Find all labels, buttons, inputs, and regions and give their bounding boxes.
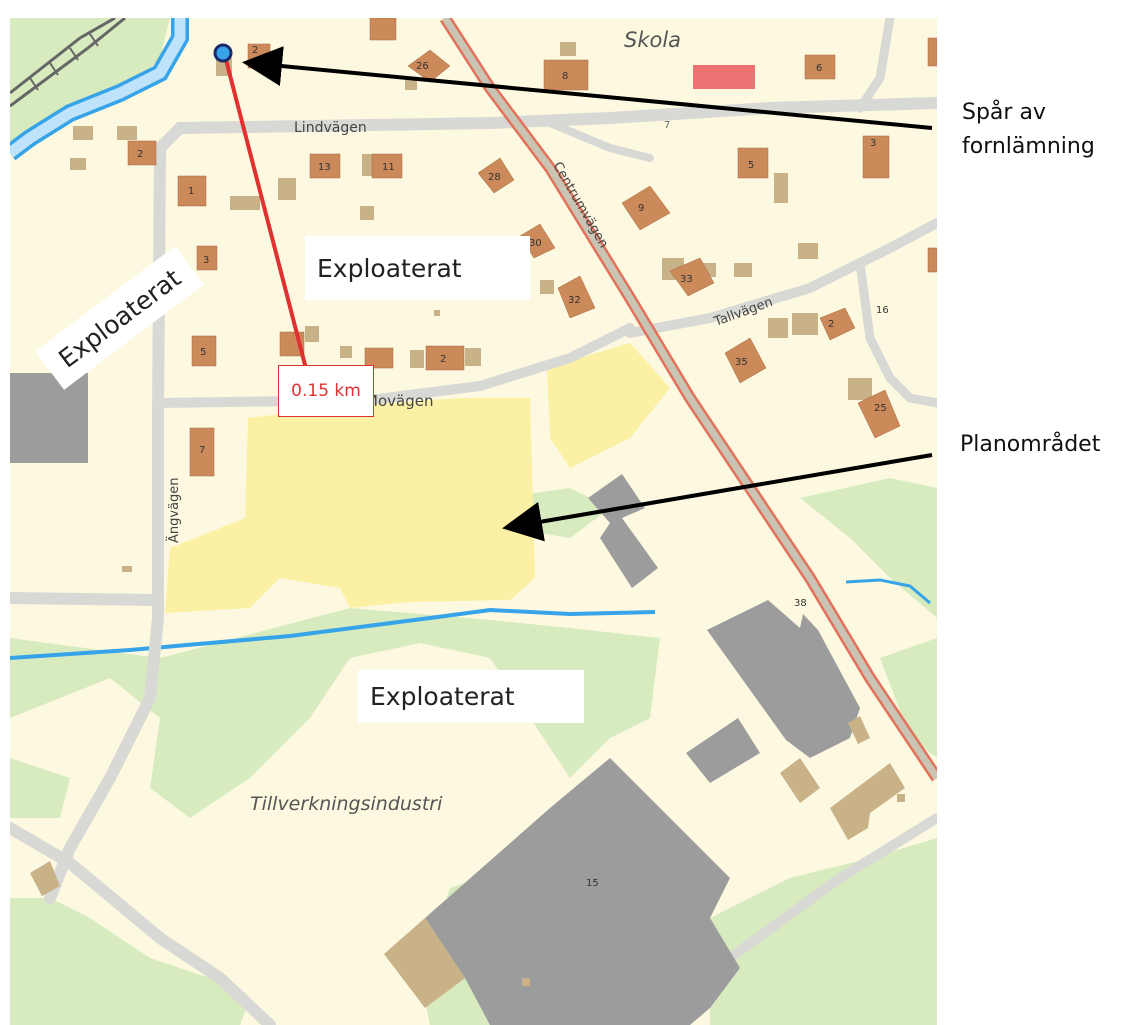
num-9: 9 <box>638 203 644 214</box>
num-15: 15 <box>586 878 599 889</box>
num-16: 16 <box>876 305 889 316</box>
measurement-label: 0.15 km <box>278 365 374 417</box>
house-extra-b <box>364 347 394 369</box>
num-32: 32 <box>568 295 581 306</box>
map-canvas[interactable]: Lindvägen Movägen Ängvägen Centrumvägen … <box>10 18 937 1025</box>
exploaterat-bottom-label: Exploaterat <box>358 670 584 723</box>
house-33 <box>669 257 715 297</box>
num-35: 35 <box>735 357 748 368</box>
num-33: 33 <box>680 274 693 285</box>
num-8: 8 <box>562 71 568 82</box>
measure-line <box>223 55 320 416</box>
label-angvagen: Ängvägen <box>166 477 182 543</box>
brown-buildings <box>127 18 937 477</box>
house-9 <box>621 185 671 231</box>
num-11: 11 <box>382 162 395 173</box>
house-top-a <box>369 18 397 41</box>
exploaterat-center-label: Exploaterat <box>305 236 530 300</box>
num-7: 7 <box>199 445 205 456</box>
house-32 <box>557 275 596 319</box>
fornlamning-marker[interactable] <box>213 43 233 63</box>
num-2c: 2 <box>828 319 834 330</box>
house-25 <box>857 389 901 439</box>
num-26: 26 <box>416 61 429 72</box>
plan-area <box>165 343 670 613</box>
annotation-planomradet: Planområdet <box>960 432 1101 457</box>
num-2-top: 2 <box>252 45 258 56</box>
house-2b <box>425 345 465 371</box>
label-tillverkningsindustri: Tillverkningsindustri <box>250 793 443 815</box>
house-7 <box>189 427 215 477</box>
house-2a <box>127 140 157 166</box>
house-top-c <box>927 37 937 67</box>
house-11 <box>371 153 403 179</box>
house-3b <box>862 135 890 179</box>
num-2a: 2 <box>137 149 143 160</box>
num-13: 13 <box>318 162 331 173</box>
annotation-fornlamning-line2: fornlämning <box>962 134 1095 159</box>
num-38: 38 <box>794 598 807 609</box>
school-building <box>693 65 755 89</box>
house-28 <box>477 157 515 194</box>
house-1 <box>177 175 207 207</box>
label-lindvagen: Lindvägen <box>294 120 367 136</box>
house-edge <box>927 247 937 273</box>
house-5a <box>191 335 217 367</box>
num-3a: 3 <box>203 255 209 266</box>
label-movagen: Movägen <box>365 392 433 410</box>
label-skola: Skola <box>624 28 681 52</box>
num-30: 30 <box>529 238 542 249</box>
map-svg: Lindvägen Movägen Ängvägen Centrumvägen … <box>10 18 937 1025</box>
railway <box>10 18 126 108</box>
house-35 <box>724 337 767 384</box>
annotation-fornlamning-line1: Spår av <box>962 100 1046 125</box>
num-3b: 3 <box>870 138 876 149</box>
num-25: 25 <box>874 403 887 414</box>
num-28: 28 <box>488 172 501 183</box>
house-5b <box>737 147 769 179</box>
house-13 <box>309 153 341 179</box>
forest-areas <box>10 18 937 1025</box>
num-7b: 7 <box>664 120 670 131</box>
water <box>10 18 931 660</box>
num-6: 6 <box>816 63 822 74</box>
num-5b: 5 <box>748 160 754 171</box>
annotation-fornlamning: Spår av fornlämning <box>962 96 1095 164</box>
num-1: 1 <box>188 186 194 197</box>
house-3a <box>196 245 218 271</box>
house-2c <box>819 307 856 341</box>
num-2b: 2 <box>440 354 446 365</box>
num-5a: 5 <box>200 347 206 358</box>
